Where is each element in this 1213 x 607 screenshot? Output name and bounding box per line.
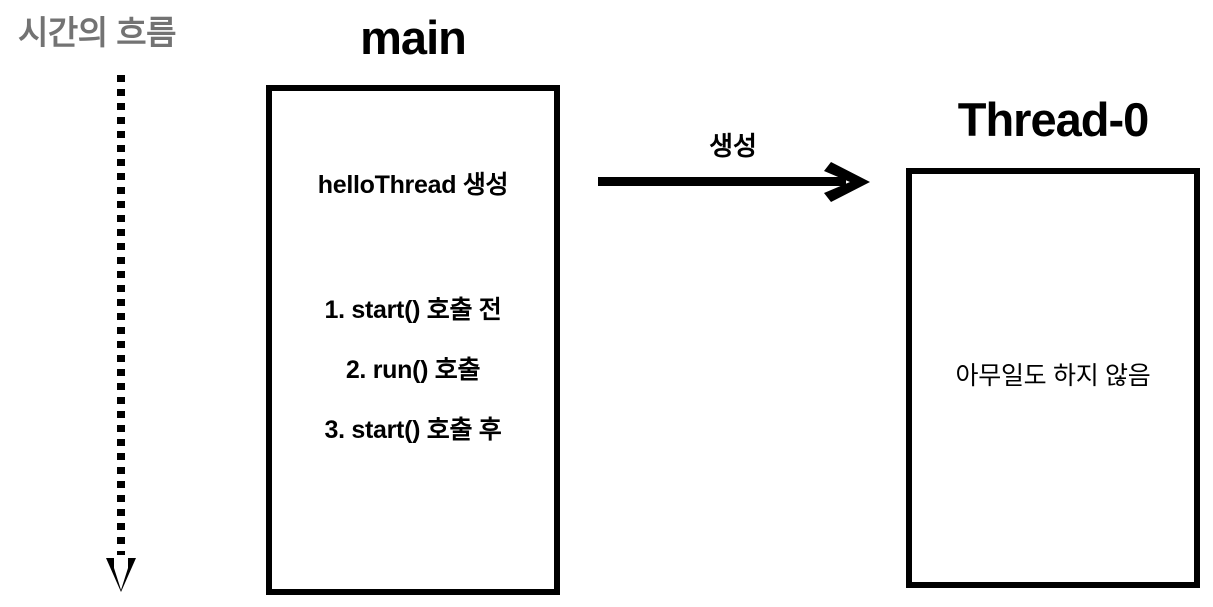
worker-thread-title: Thread-0 <box>957 93 1150 146</box>
worker-thread-box <box>906 168 1200 588</box>
time-flow-dotted-line <box>117 75 125 555</box>
create-arrow-label: 생성 <box>709 131 757 161</box>
step-item-3: 3. start() 호출 후 <box>324 416 502 444</box>
worker-thread-body-text: 아무일도 하지 않음 <box>955 362 1151 390</box>
create-arrow-icon <box>598 162 870 204</box>
time-flow-label: 시간의 흐름 <box>18 14 176 51</box>
main-thread-title: main <box>360 11 467 64</box>
main-thread-create-text: helloThread 생성 <box>317 171 509 199</box>
step-item-1: 1. start() 호출 전 <box>324 296 502 324</box>
step-item-2: 2. run() 호출 <box>345 356 481 384</box>
main-thread-box <box>266 85 560 595</box>
time-flow-arrowhead-icon <box>106 552 136 592</box>
main-thread-step-list: 1. start() 호출 전 2. run() 호출 3. start() 호… <box>266 290 560 470</box>
